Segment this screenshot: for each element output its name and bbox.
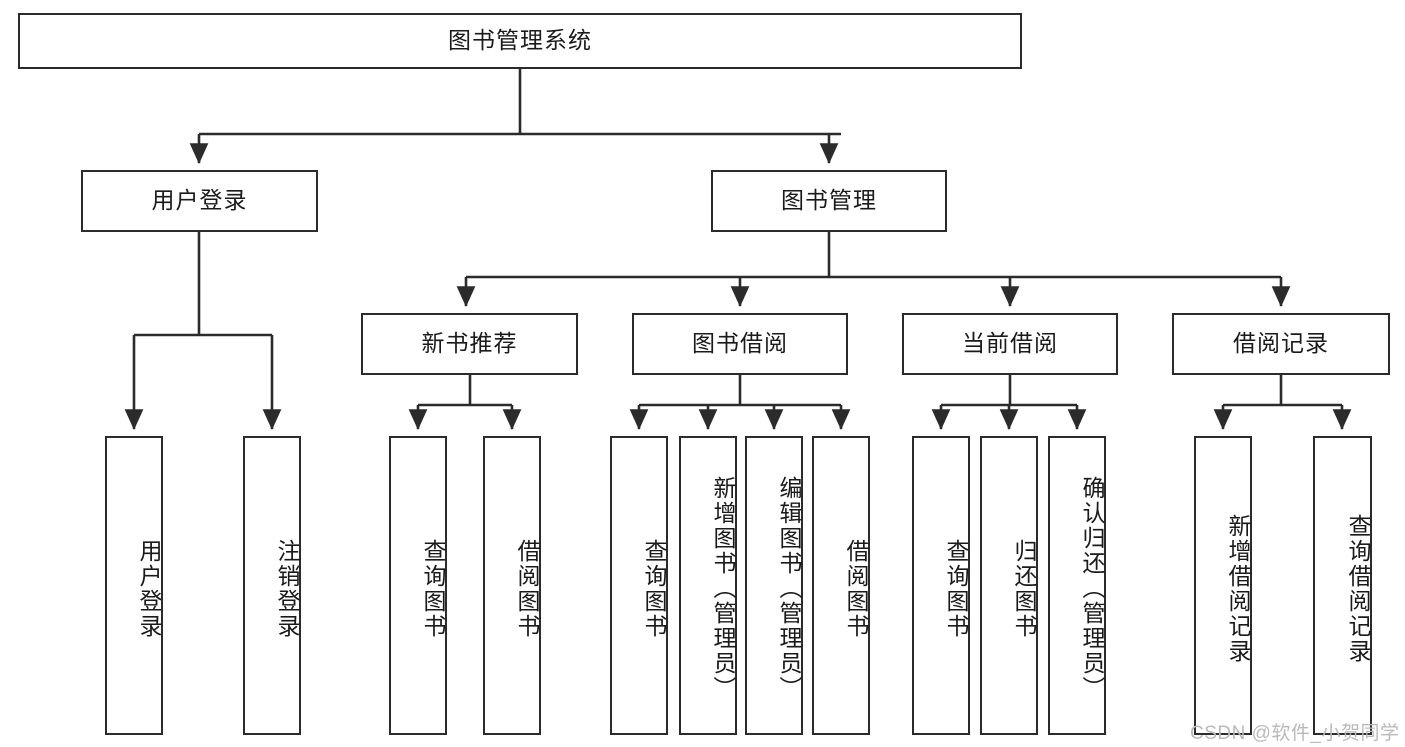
node-leaf-add-book[interactable]: 新增图书（管理员） — [679, 436, 737, 735]
node-current-borrow-label: 当前借阅 — [962, 330, 1058, 357]
node-leaf-query-book-1[interactable]: 查询图书 — [389, 436, 447, 735]
node-leaf-confirm-return[interactable]: 确认归还（管理员） — [1048, 436, 1106, 735]
node-current-borrow[interactable]: 当前借阅 — [902, 313, 1118, 375]
node-leaf-logout-login-label: 注销登录 — [274, 538, 300, 639]
node-leaf-query-book-2[interactable]: 查询图书 — [610, 436, 668, 735]
node-leaf-confirm-return-label: 确认归还（管理员） — [1079, 476, 1105, 701]
node-leaf-query-borrow-record[interactable]: 查询借阅记录 — [1313, 436, 1372, 735]
node-leaf-logout-login[interactable]: 注销登录 — [243, 436, 301, 735]
node-leaf-query-book-1-label: 查询图书 — [420, 538, 446, 639]
node-book-manage-label: 图书管理 — [781, 187, 877, 214]
node-user-login[interactable]: 用户登录 — [81, 170, 318, 232]
node-book-manage[interactable]: 图书管理 — [711, 170, 947, 232]
node-leaf-add-borrow-record-label: 新增借阅记录 — [1225, 513, 1251, 664]
node-leaf-query-book-3-label: 查询图书 — [943, 538, 969, 639]
node-leaf-borrow-book-2[interactable]: 借阅图书 — [812, 436, 870, 735]
node-leaf-user-login[interactable]: 用户登录 — [105, 436, 163, 735]
node-leaf-return-book-label: 归还图书 — [1011, 538, 1037, 639]
node-leaf-add-borrow-record[interactable]: 新增借阅记录 — [1194, 436, 1252, 735]
node-leaf-user-login-label: 用户登录 — [136, 538, 162, 639]
node-user-login-label: 用户登录 — [151, 187, 248, 214]
node-leaf-query-borrow-record-label: 查询借阅记录 — [1345, 513, 1371, 664]
node-leaf-borrow-book-2-label: 借阅图书 — [843, 538, 869, 639]
node-new-book-recommend-label: 新书推荐 — [421, 330, 518, 357]
node-leaf-borrow-book-1-label: 借阅图书 — [514, 538, 540, 639]
node-leaf-borrow-book-1[interactable]: 借阅图书 — [483, 436, 541, 735]
node-new-book-recommend[interactable]: 新书推荐 — [361, 313, 578, 375]
node-book-borrow[interactable]: 图书借阅 — [632, 313, 848, 375]
node-root[interactable]: 图书管理系统 — [18, 13, 1022, 69]
node-leaf-query-book-3[interactable]: 查询图书 — [912, 436, 970, 735]
node-leaf-edit-book-label: 编辑图书（管理员） — [776, 476, 802, 701]
node-leaf-edit-book[interactable]: 编辑图书（管理员） — [745, 436, 803, 735]
node-borrow-record-label: 借阅记录 — [1233, 330, 1329, 357]
node-borrow-record[interactable]: 借阅记录 — [1172, 313, 1390, 375]
node-leaf-return-book[interactable]: 归还图书 — [980, 436, 1038, 735]
node-book-borrow-label: 图书借阅 — [692, 330, 788, 357]
node-leaf-query-book-2-label: 查询图书 — [641, 538, 667, 639]
node-root-label: 图书管理系统 — [448, 27, 592, 54]
node-leaf-add-book-label: 新增图书（管理员） — [710, 476, 736, 701]
